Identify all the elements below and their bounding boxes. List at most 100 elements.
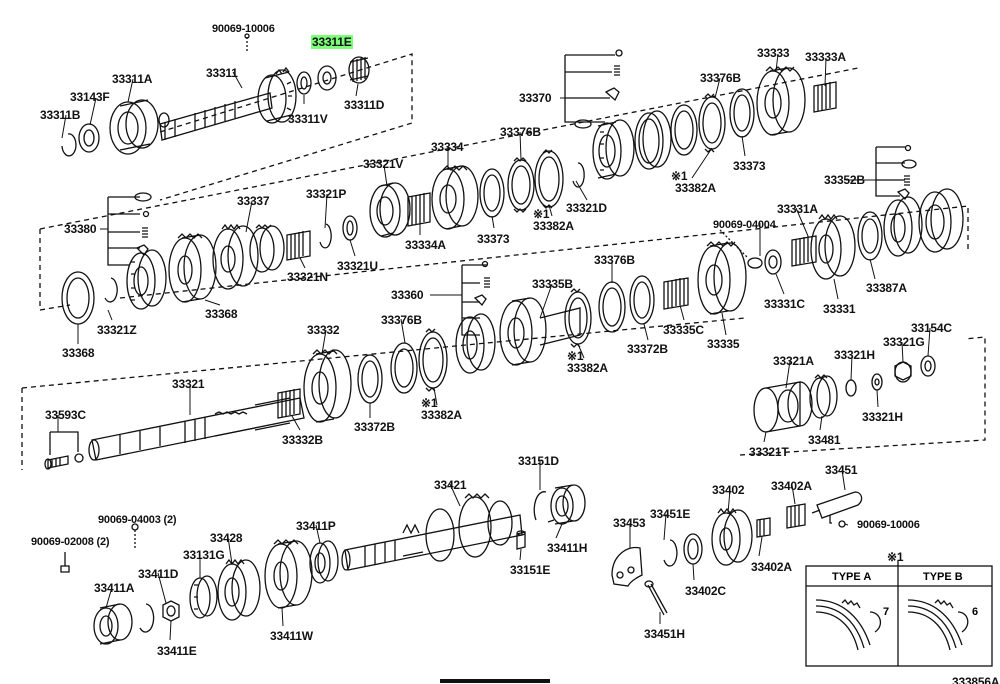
part-label-33451h[interactable]: 33451H <box>644 627 685 641</box>
part-label-33321h[interactable]: 33321H <box>834 348 875 362</box>
part-label-33151d[interactable]: 33151D <box>518 454 559 468</box>
part-label-33382a[interactable]: 33382A <box>533 219 574 233</box>
part-label-33334a[interactable]: 33334A <box>405 238 446 252</box>
part-label-33376b[interactable]: 33376B <box>500 125 541 139</box>
part-label-33451e[interactable]: 33451E <box>650 507 691 521</box>
part-label-33311b[interactable]: 33311B <box>40 108 81 122</box>
bearing-33321n <box>286 230 311 261</box>
part-label-33321v[interactable]: 33321V <box>363 157 404 171</box>
part-label-33402a[interactable]: 33402A <box>751 560 792 574</box>
part-label-33151e[interactable]: 33151E <box>510 563 551 577</box>
part-label-33368[interactable]: 33368 <box>205 307 238 321</box>
part-label-33331c[interactable]: 33331C <box>764 297 805 311</box>
part-label-33332[interactable]: 33332 <box>307 323 340 337</box>
part-label-33337[interactable]: 33337 <box>237 194 270 208</box>
part-label--1[interactable]: ※1 <box>533 207 550 221</box>
part-label-33311[interactable]: 33311 <box>206 66 238 80</box>
part-label--1[interactable]: ※1 <box>887 550 904 564</box>
part-label-33373[interactable]: 33373 <box>477 232 510 246</box>
part-label-33411a[interactable]: 33411A <box>94 581 135 595</box>
part-label-33481[interactable]: 33481 <box>808 433 841 447</box>
part-label-33372b[interactable]: 33372B <box>354 420 395 434</box>
part-label-33428[interactable]: 33428 <box>210 531 243 545</box>
snap-ring-33451e <box>663 539 678 567</box>
part-label-33376b[interactable]: 33376B <box>700 71 741 85</box>
part-label-33311e[interactable]: 33311E <box>311 35 353 49</box>
bearing-33332b <box>277 388 301 419</box>
part-label-33387a[interactable]: 33387A <box>866 281 907 295</box>
part-label-33334[interactable]: 33334 <box>431 140 464 154</box>
part-label--1[interactable]: ※1 <box>421 396 438 410</box>
part-label-33335c[interactable]: 33335C <box>663 323 704 337</box>
part-label-33335[interactable]: 33335 <box>707 337 740 351</box>
part-label-33352b[interactable]: 33352B <box>824 173 865 187</box>
part-label-33321u[interactable]: 33321U <box>337 259 378 273</box>
gear-33337 <box>212 223 259 290</box>
part-label-33421[interactable]: 33421 <box>434 478 467 492</box>
gear-33331-b <box>918 188 964 253</box>
part-label-33321n[interactable]: 33321N <box>287 270 328 284</box>
part-label-33411h[interactable]: 33411H <box>547 541 588 555</box>
part-label-33411p[interactable]: 33411P <box>296 519 336 533</box>
part-label-33376b[interactable]: 33376B <box>381 313 422 327</box>
part-label-33453[interactable]: 33453 <box>613 516 646 530</box>
gear-33335 <box>697 241 747 315</box>
part-label-33321p[interactable]: 33321P <box>306 187 347 201</box>
part-label-90069-02008-2-[interactable]: 90069-02008 (2) <box>31 536 110 548</box>
bearing-33333a <box>813 81 837 113</box>
part-label-33333a[interactable]: 33333A <box>805 50 846 64</box>
part-label-33321d[interactable]: 33321D <box>566 201 607 215</box>
part-label--1[interactable]: ※1 <box>671 169 688 183</box>
part-label-33376b[interactable]: 33376B <box>594 253 635 267</box>
part-label-33370[interactable]: 33370 <box>519 91 552 105</box>
part-label-33321g[interactable]: 33321G <box>883 335 925 349</box>
part-label-33382a[interactable]: 33382A <box>675 181 716 195</box>
part-label-33143f[interactable]: 33143F <box>70 90 110 104</box>
part-label-333856a[interactable]: 333856A <box>952 675 1000 684</box>
part-label-33311d[interactable]: 33311D <box>344 98 385 112</box>
part-label-33372b[interactable]: 33372B <box>627 342 668 356</box>
part-label-33321t[interactable]: 33321T <box>749 445 789 459</box>
part-label-33382a[interactable]: 33382A <box>421 408 462 422</box>
part-label-33368[interactable]: 33368 <box>62 346 95 360</box>
part-label-33131g[interactable]: 33131G <box>183 548 225 562</box>
part-label-33331[interactable]: 33331 <box>823 302 856 316</box>
part-label-33321[interactable]: 33321 <box>172 377 205 391</box>
part-label-90069-04004[interactable]: 90069-04004 <box>713 219 776 231</box>
part-label-33593c[interactable]: 33593C <box>45 408 86 422</box>
part-label-33335b[interactable]: 33335B <box>532 277 573 291</box>
part-label-33311a[interactable]: 33311A <box>112 72 153 86</box>
part-label-33373[interactable]: 33373 <box>733 159 766 173</box>
part-label-33154c[interactable]: 33154C <box>911 321 952 335</box>
part-label-33411e[interactable]: 33411E <box>157 644 197 658</box>
part-label-90069-10006[interactable]: 90069-10006 <box>212 23 275 35</box>
washer-33321h <box>845 379 857 397</box>
washer-33331c <box>764 249 782 275</box>
part-label-33311v[interactable]: 33311V <box>288 112 328 126</box>
part-label-33380[interactable]: 33380 <box>64 222 97 236</box>
part-label-33451[interactable]: 33451 <box>825 463 858 477</box>
part-label-90069-10006[interactable]: 90069-10006 <box>857 519 920 531</box>
part-label-33360[interactable]: 33360 <box>391 288 424 302</box>
part-label-33332b[interactable]: 33332B <box>282 433 323 447</box>
part-label-33402a[interactable]: 33402A <box>771 479 812 493</box>
part-label-90069-04003-2-[interactable]: 90069-04003 (2) <box>98 514 177 526</box>
bearing-33402a-a <box>756 517 771 538</box>
part-label-33411d[interactable]: 33411D <box>138 567 179 581</box>
part-label-33382a[interactable]: 33382A <box>567 361 608 375</box>
part-label-33402c[interactable]: 33402C <box>685 584 726 598</box>
part-label-33331a[interactable]: 33331A <box>777 202 818 216</box>
part-label--1[interactable]: ※1 <box>567 349 584 363</box>
part-label-33321h[interactable]: 33321H <box>862 410 903 424</box>
part-label-33321a[interactable]: 33321A <box>773 354 814 368</box>
hub-33360 <box>455 313 496 374</box>
snap-ring-33321p <box>319 223 332 249</box>
part-label-33333[interactable]: 33333 <box>757 46 790 60</box>
part-label-33321z[interactable]: 33321Z <box>97 323 137 337</box>
ring-33382a-a <box>534 150 564 208</box>
bottom-scroll-indicator <box>440 679 550 683</box>
group-outline-upper <box>39 67 969 311</box>
part-label-33402[interactable]: 33402 <box>712 483 745 497</box>
part-label-33411w[interactable]: 33411W <box>270 629 313 643</box>
